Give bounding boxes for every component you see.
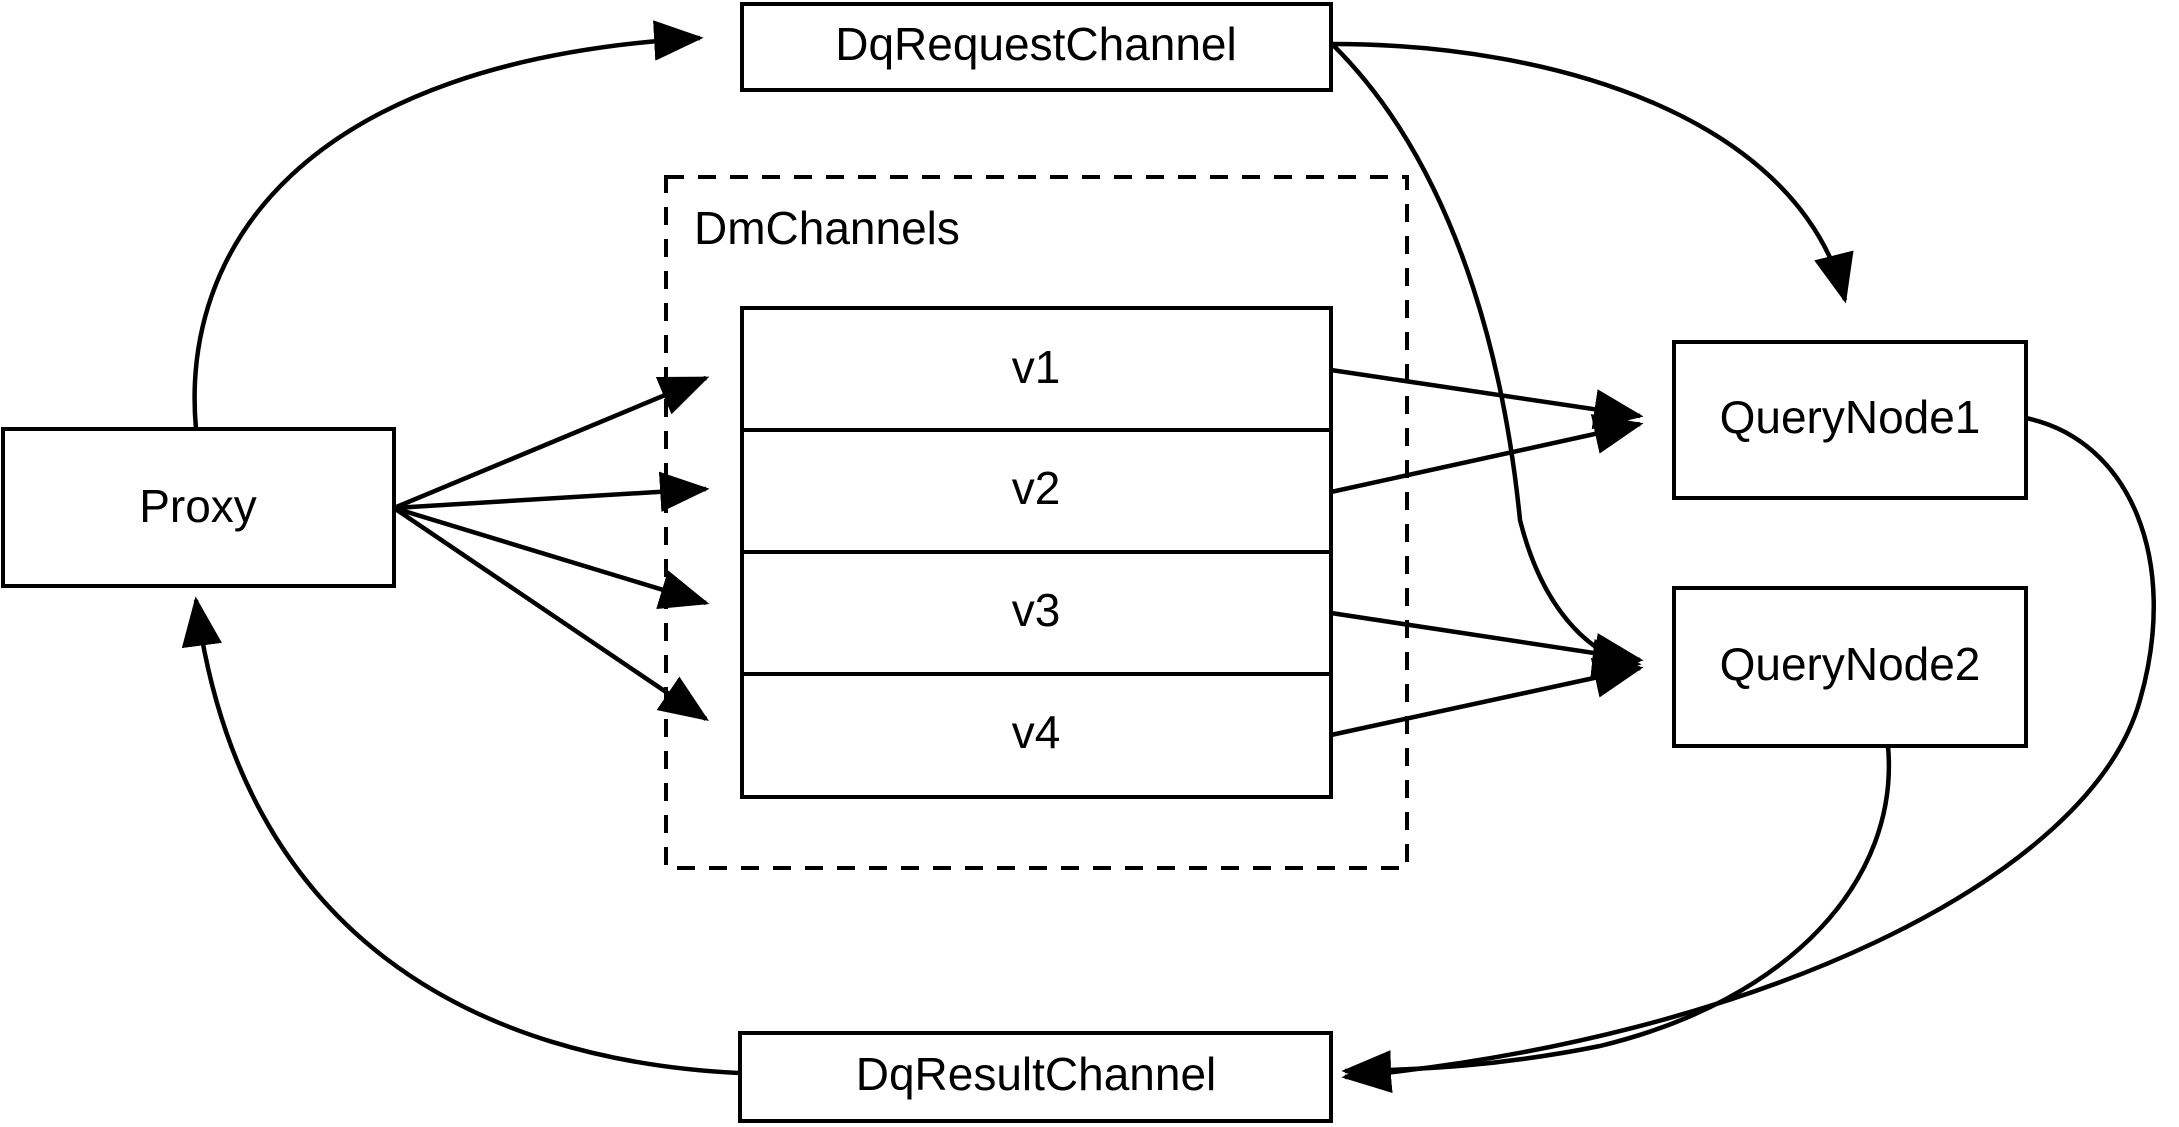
edge-querynode2-to-dqresultchannel: [1341, 745, 1892, 1091]
edge-v2-to-querynode1: [1330, 414, 1644, 495]
dmchannels-row-v3[interactable]: v3: [1012, 584, 1061, 636]
edge-dqrequestchannel-to-querynode2: [1330, 42, 1642, 680]
node-querynode1-label: QueryNode1: [1720, 391, 1981, 443]
edge-proxy-to-v4: [392, 506, 709, 722]
dmchannels-row-v4[interactable]: v4: [1012, 706, 1061, 758]
node-dqresultchannel[interactable]: [738, 1031, 1333, 1123]
node-dqrequestchannel[interactable]: [740, 2, 1333, 92]
dmchannels-group-label: DmChannels: [694, 202, 960, 254]
node-proxy-label: Proxy: [139, 480, 257, 532]
node-dqrequestchannel-label: DqRequestChannel: [835, 18, 1237, 70]
dmchannels-row-v1[interactable]: v1: [1012, 341, 1061, 393]
node-proxy[interactable]: [1, 427, 396, 588]
edge-v3-to-querynode2: [1330, 610, 1644, 674]
node-querynode1[interactable]: [1672, 340, 2028, 500]
edge-proxy-to-v2: [393, 471, 710, 513]
edge-v1-to-querynode1: [1330, 367, 1644, 430]
edge-dqrequestchannel-to-querynode1: [1331, 41, 1854, 304]
node-dqresultchannel-label: DqResultChannel: [856, 1048, 1217, 1100]
edge-dqresultchannel-to-proxy: [181, 596, 739, 1076]
node-querynode2[interactable]: [1672, 586, 2028, 748]
edge-proxy-to-v1: [393, 375, 710, 511]
dmchannels-group-boundary: [664, 175, 1409, 870]
edge-proxy-to-v3: [393, 505, 710, 610]
edge-querynode1-to-dqresultchannel: [1341, 415, 2156, 1093]
edge-proxy-to-dqrequestchannel: [192, 20, 704, 430]
edge-v4-to-querynode2: [1330, 657, 1644, 738]
dmchannels-row-v2[interactable]: v2: [1012, 462, 1061, 514]
node-querynode2-label: QueryNode2: [1720, 638, 1981, 690]
